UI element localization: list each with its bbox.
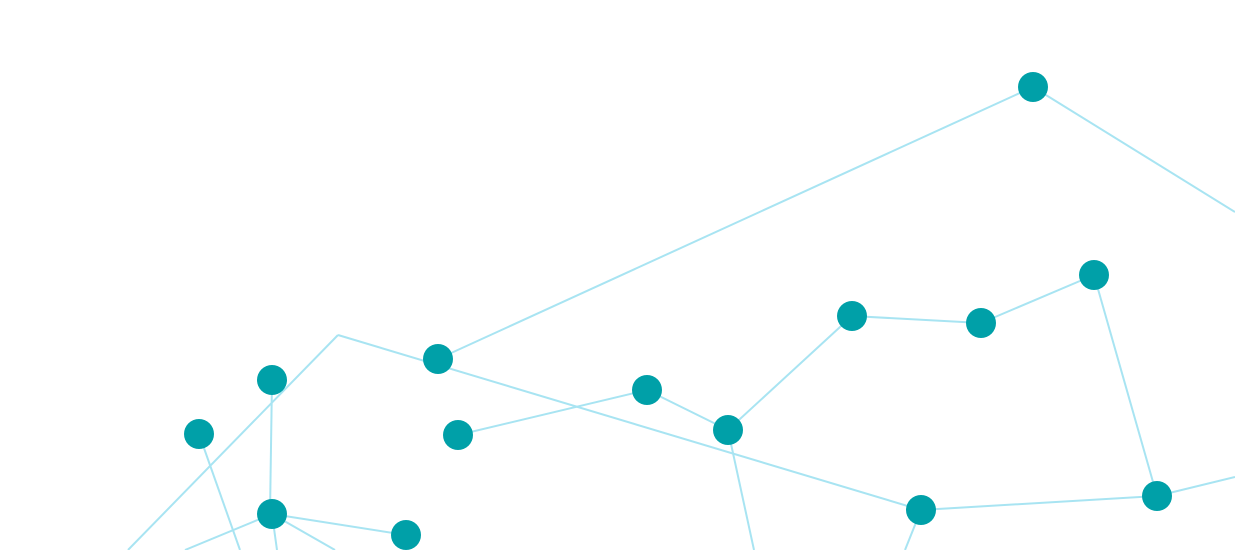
network-edge: [727, 315, 853, 431]
network-node: [713, 415, 743, 445]
network-node: [257, 499, 287, 529]
node-layer: [184, 72, 1172, 550]
edge-layer: [127, 86, 1235, 550]
network-node: [443, 420, 473, 450]
network-node: [966, 308, 996, 338]
network-edge: [269, 379, 273, 515]
network-node: [632, 375, 662, 405]
network-edge: [980, 274, 1095, 324]
network-edge: [646, 389, 729, 431]
network-node: [184, 419, 214, 449]
network-edge: [437, 86, 1034, 360]
network-node: [906, 495, 936, 525]
network-node: [1018, 72, 1048, 102]
network-node: [423, 344, 453, 374]
network-edge: [920, 495, 1158, 511]
network-node: [257, 365, 287, 395]
network-edge: [271, 513, 407, 536]
network-edge: [127, 334, 339, 550]
network-edge: [851, 315, 982, 324]
network-node: [1142, 481, 1172, 511]
network-edge: [198, 433, 241, 550]
network-edge: [184, 513, 273, 550]
network-edge: [1093, 274, 1158, 497]
network-edge: [1032, 86, 1235, 213]
network-node: [1079, 260, 1109, 290]
network-edge: [727, 429, 755, 550]
network-node: [391, 520, 421, 550]
network-edge: [457, 389, 648, 436]
network-node: [837, 301, 867, 331]
